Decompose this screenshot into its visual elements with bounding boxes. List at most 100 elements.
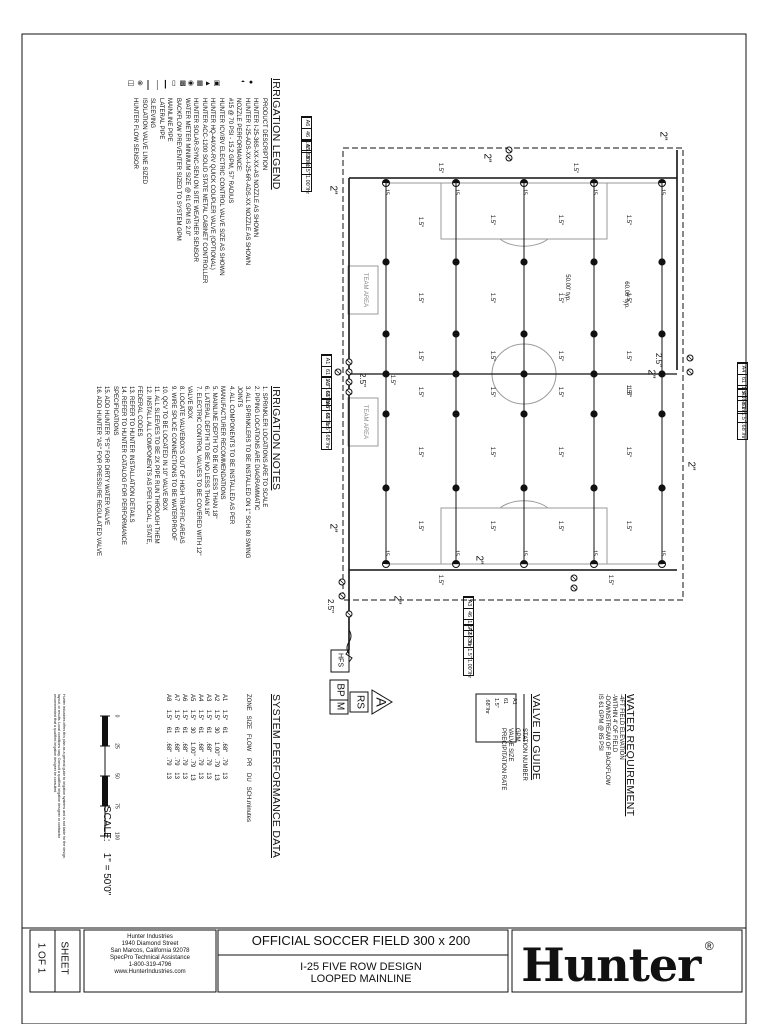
full-circle-head: [382, 330, 390, 338]
valve-tag-pr: 1.00"/hr: [302, 174, 311, 195]
lateral-size-label: 1.5": [489, 214, 496, 226]
mainline-size-label: 2": [391, 595, 403, 605]
team-area-box: [347, 397, 379, 447]
flow-sensor-box: [330, 649, 350, 673]
nozzle-number: 15: [591, 550, 598, 556]
valve-guide-sample-value: 61: [502, 698, 508, 705]
meter-box: [329, 699, 349, 715]
legend-item: LATERAL PIPE: [157, 98, 164, 140]
valve-tag-sta: A7: [322, 377, 331, 388]
mainline-size-label: 2": [645, 369, 657, 379]
full-circle-head: [658, 330, 666, 338]
mainline-size-label: 2": [327, 523, 339, 533]
sheet-label: SHEET: [58, 941, 70, 975]
dimension-50: 50.00' typ.: [564, 274, 571, 302]
full-circle-head: [590, 484, 598, 492]
project-cell: [217, 929, 509, 993]
valve-tag-sta: A8: [322, 399, 331, 410]
valve-tag-pr: .68"/hr: [738, 422, 747, 440]
legend-item: NOZZLE PERFORMANCE:: [235, 98, 242, 172]
nozzle-number: 15: [453, 189, 460, 195]
note-item: 15. ADD HUNTER "FS" FOR DIRTY WATER VALV…: [103, 386, 110, 526]
notes-title: IRRIGATION NOTES: [270, 386, 282, 491]
valve-tag-pr: 1.00"/hr: [464, 658, 473, 679]
legend-item: PRODUCT DESCRIPTION: [260, 98, 267, 171]
full-circle-head: [590, 370, 598, 378]
valve-guide-box: [475, 693, 517, 743]
valve-tag-size: 1.5": [738, 411, 747, 422]
isolation-valve-mark: [506, 155, 512, 161]
legend-item: HUNTER ACC-1200 SOLID STATE METAL CABINE…: [200, 98, 207, 284]
scale-label: SCALE: 1" = 50'0": [101, 806, 112, 896]
full-circle-head: [590, 258, 598, 266]
rain-sensor-box: [349, 691, 369, 713]
mainline-size-label: 2": [657, 131, 669, 141]
lateral-size-label: 1.5": [625, 292, 632, 304]
lateral-size-label: 1.5": [625, 384, 632, 396]
note-item: 3. ALL SPRINKLERS TO BE INSTALLED ON 1" …: [244, 386, 251, 559]
rotor-full-icon: ●: [247, 80, 255, 85]
valve-tag-sta: A6: [302, 117, 311, 128]
valve-guide-sample-value: .68"/hr: [484, 698, 490, 715]
legend-item: MAINLINE PIPE: [166, 98, 173, 142]
nozzle-number: 15: [591, 189, 598, 195]
isolation-valve-mark: [346, 389, 352, 395]
team-area-label: TEAM AREA: [362, 404, 369, 440]
full-circle-head: [382, 370, 390, 378]
full-circle-head: [520, 330, 528, 338]
note-item: 14. REFER TO HUNTER CATALOG FOR PERFORMA…: [119, 386, 126, 545]
lateral-size-label: 1.5": [607, 574, 614, 586]
lateral-size-label: 1.5": [437, 162, 444, 174]
scale-tick-label: 50: [113, 773, 120, 779]
lateral-size-label: 1.5": [557, 520, 564, 532]
full-circle-head: [520, 370, 528, 378]
lateral-size-label: 1.5": [625, 214, 632, 226]
isolation-valve-mark: [346, 369, 352, 375]
performance-row: A2 1.5" 30 1.00" .79 13: [212, 694, 219, 781]
legend-item: HUNTER HQ-44/XX-RV QUICK COUPLER VALVE (…: [209, 98, 216, 270]
address-cell: [83, 929, 217, 993]
legend-item: WATER METER MINIMUM SIZE @ 61 GPM IS 2.0…: [183, 98, 190, 237]
valve-tag-gpm: 30: [464, 636, 473, 647]
note-item: 9. WIRE SPLICE CONNECTIONS TO BE WATERPR…: [169, 386, 176, 541]
note-item: 4. ALL COMPONENTS TO BE INSTALLED AS PER: [227, 386, 234, 525]
full-circle-head: [658, 370, 666, 378]
logo-cell: [511, 929, 743, 993]
valve-tag-size: 1.5": [464, 647, 473, 658]
note-item: MANUFACTURER RECOMMENDATIONS: [219, 386, 226, 500]
weather-sensor-icon: ◉: [187, 80, 195, 87]
nozzle-number: 15: [383, 550, 390, 556]
lateral-size-label: 1.5": [557, 446, 564, 458]
note-item: 7. ELECTRIC CONTROL VALVES TO BE COVERED…: [194, 386, 201, 556]
valve-tag-gpm: 46: [464, 608, 473, 619]
rain-sensor-rs: RS: [354, 695, 366, 709]
legend-title: IRRIGATION LEGEND: [270, 78, 282, 190]
mainline-size-label: 2": [473, 555, 485, 565]
team-area-label: TEAM AREA: [362, 272, 369, 308]
lateral-size-label: 1.5": [389, 374, 396, 386]
performance-row: A3 1.5" 61 .68" .79 13: [204, 694, 211, 779]
legend-item: HUNTER SOLAR-SYNC-SEN ON SITE WEATHER SE…: [192, 98, 199, 262]
note-item: 6. LATERAL DEPTH TO BE NO LESS THAN 16": [202, 386, 209, 517]
part-circle-head-outline: [590, 179, 598, 187]
controller-a: A: [373, 697, 390, 707]
isolation-valve-mark: [506, 147, 512, 153]
backflow-icon: ▭: [170, 80, 178, 87]
legend-item: #15 @ 70 PSI - 15.2 GPM, 57' RADIUS: [226, 98, 233, 204]
irrigation-legend: IRRIGATION LEGEND PRODUCT DESCRIPTION HUN…: [130, 78, 282, 283]
valve-tag-pr: .68"/hr: [322, 432, 331, 450]
lateral-size-label: 1.5": [489, 386, 496, 398]
nozzle-number: 15: [521, 189, 528, 195]
isolation-valve-mark: [346, 611, 352, 617]
mainline-size-label: 2.5": [654, 353, 664, 367]
performance-row: A1 1.5" 61 .68" .79 13: [220, 694, 227, 779]
valve-guide-title: VALVE ID GUIDE: [530, 694, 542, 781]
full-circle-head: [452, 258, 460, 266]
part-circle-head-outline: [520, 179, 528, 187]
lateral-size-label: 1.5": [557, 350, 564, 362]
valve-tag-sta: A2: [464, 625, 473, 636]
mainline-pipe-icon: ━━: [161, 80, 169, 89]
lateral-size-label: 1.5": [417, 216, 424, 228]
sleeving-icon: ══: [144, 80, 152, 90]
